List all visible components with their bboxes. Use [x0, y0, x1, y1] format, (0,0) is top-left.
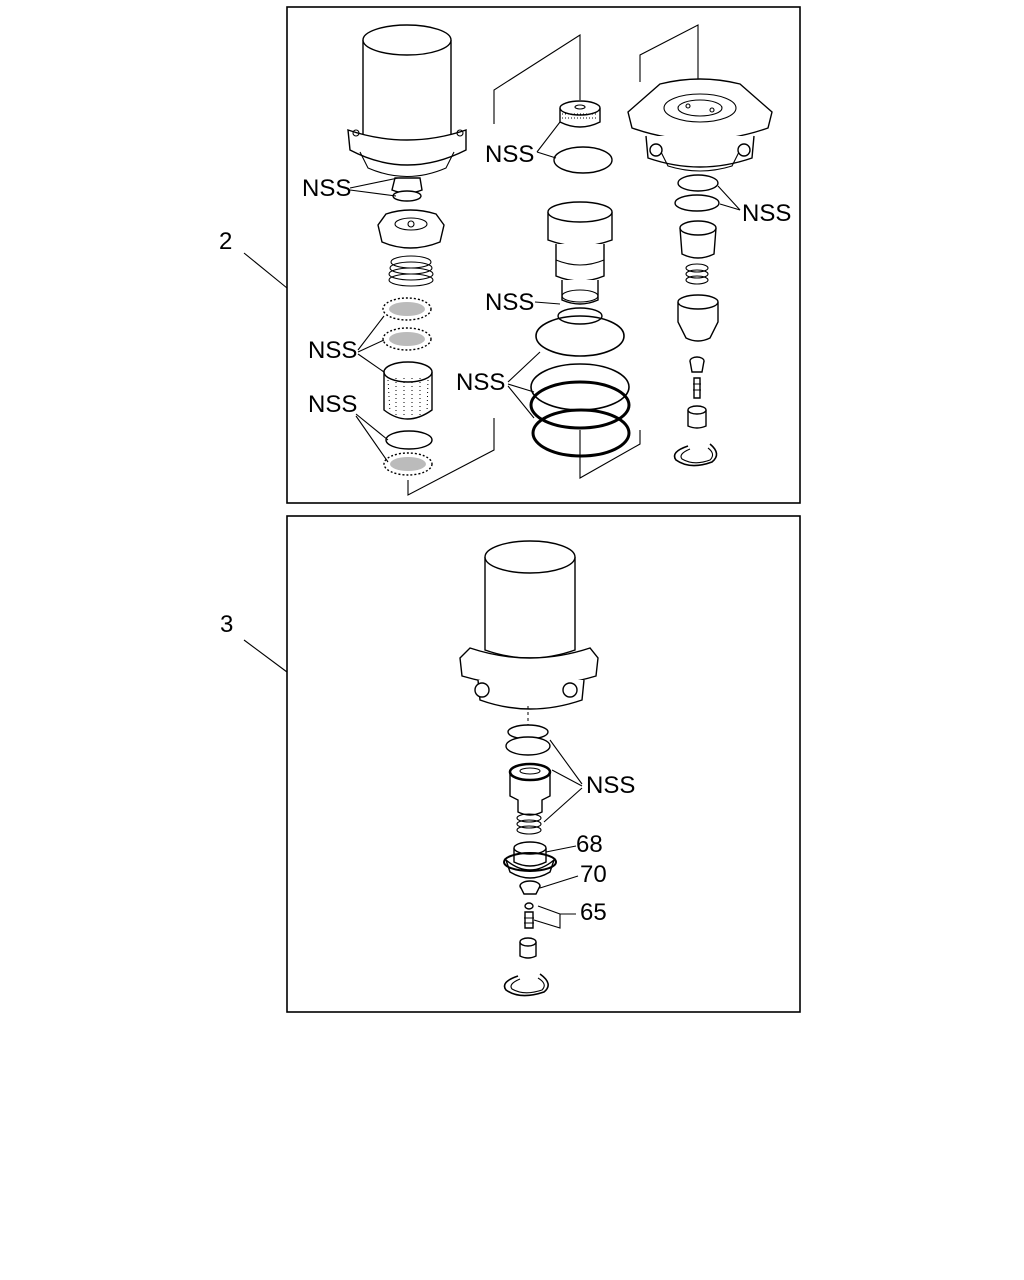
leader-nss-middle-orings-c: [507, 385, 535, 419]
screen-upper-1: [382, 297, 432, 321]
o-ring-right-1: [677, 174, 719, 192]
seal-ring-lower-left: [385, 430, 433, 450]
leader-nss-middle-orings-a: [507, 351, 541, 383]
snap-ring-fig3: [503, 973, 549, 997]
nss-label-fig3: NSS: [586, 772, 635, 799]
desiccant-cartridge: [383, 361, 433, 420]
spring-right: [685, 263, 709, 285]
air-dryer-assembly: [459, 540, 599, 726]
leader-nss-top-right-a: [717, 185, 741, 211]
leader-nss-top-right-b: [719, 203, 741, 211]
part-65-label: 65: [580, 899, 607, 926]
seal-small-left: [392, 190, 422, 202]
bracket-left-middle: [407, 418, 495, 496]
nss-label-middle-orings: NSS: [456, 369, 505, 396]
leader-nss-fig3-a: [549, 739, 583, 785]
part-65-stem-kit: [524, 902, 534, 929]
leader-nss-screens-b: [357, 339, 385, 353]
leader-part-68: [545, 845, 577, 853]
figure-2-callout: 2: [219, 228, 232, 255]
leader-part-65: [533, 905, 576, 929]
leader-nss-fig3-c: [543, 787, 583, 823]
leader-nss-middle-seal: [534, 301, 561, 305]
leader-part-70: [539, 875, 579, 889]
bushing-fig3: [519, 937, 537, 959]
o-ring-right-2: [674, 194, 720, 212]
part-70-valve: [519, 880, 541, 895]
leader-nss-top-left-b: [349, 189, 397, 197]
stem-right: [693, 377, 701, 399]
desiccant-canister-left: [347, 24, 467, 194]
purge-valve-body: [547, 201, 613, 305]
bracket-right-top: [639, 24, 699, 82]
leader-nss-lower-left-a: [355, 413, 389, 441]
figure-2-callout-leader: [243, 252, 288, 289]
nss-label-top-left: NSS: [302, 175, 351, 202]
part-68-valve-seat: [503, 841, 557, 879]
nss-label-screens: NSS: [308, 337, 357, 364]
leader-nss-top-middle-a: [536, 121, 561, 153]
figure-2-frame: [286, 6, 801, 504]
leader-nss-top-left-a: [349, 177, 399, 189]
figure-3-frame: [286, 515, 801, 1013]
piston-right: [679, 220, 717, 259]
snap-ring-right: [673, 443, 718, 467]
o-ring-fig3-2: [505, 736, 551, 756]
leader-nss-fig3-b: [551, 769, 583, 787]
figure-3-callout-leader: [243, 639, 288, 673]
figure-3-callout: 3: [220, 611, 233, 638]
bushing-right: [687, 405, 707, 429]
bracket-middle-right: [579, 430, 641, 479]
screen-lower: [383, 452, 433, 476]
leader-nss-screens-c: [357, 353, 385, 373]
o-ring-large-4: [531, 408, 631, 458]
plug-cap: [559, 100, 601, 128]
part-70-label: 70: [580, 861, 607, 888]
screen-upper-2: [382, 327, 432, 351]
nss-label-top-right: NSS: [742, 200, 791, 227]
nss-label-middle-seal: NSS: [485, 289, 534, 316]
valve-body-right: [677, 294, 719, 342]
bracket-middle-top: [493, 33, 581, 124]
piston-fig3: [508, 762, 552, 816]
o-ring-large-3: [529, 380, 631, 430]
end-cover-housing: [627, 78, 773, 172]
spring-fig3: [516, 813, 542, 835]
part-68-label: 68: [576, 831, 603, 858]
nss-label-lower-left: NSS: [308, 391, 357, 418]
o-ring-large-1: [535, 315, 625, 357]
valve-cover-left: [377, 209, 445, 249]
leader-nss-middle-orings-b: [507, 383, 535, 393]
nss-label-top-middle: NSS: [485, 141, 534, 168]
o-ring-middle-top: [553, 146, 613, 174]
small-valve-right: [689, 356, 705, 373]
leader-nss-top-middle-b: [536, 151, 557, 159]
leader-nss-screens-a: [357, 315, 385, 351]
leader-nss-lower-left-b: [355, 415, 389, 463]
spring-left: [388, 255, 434, 287]
